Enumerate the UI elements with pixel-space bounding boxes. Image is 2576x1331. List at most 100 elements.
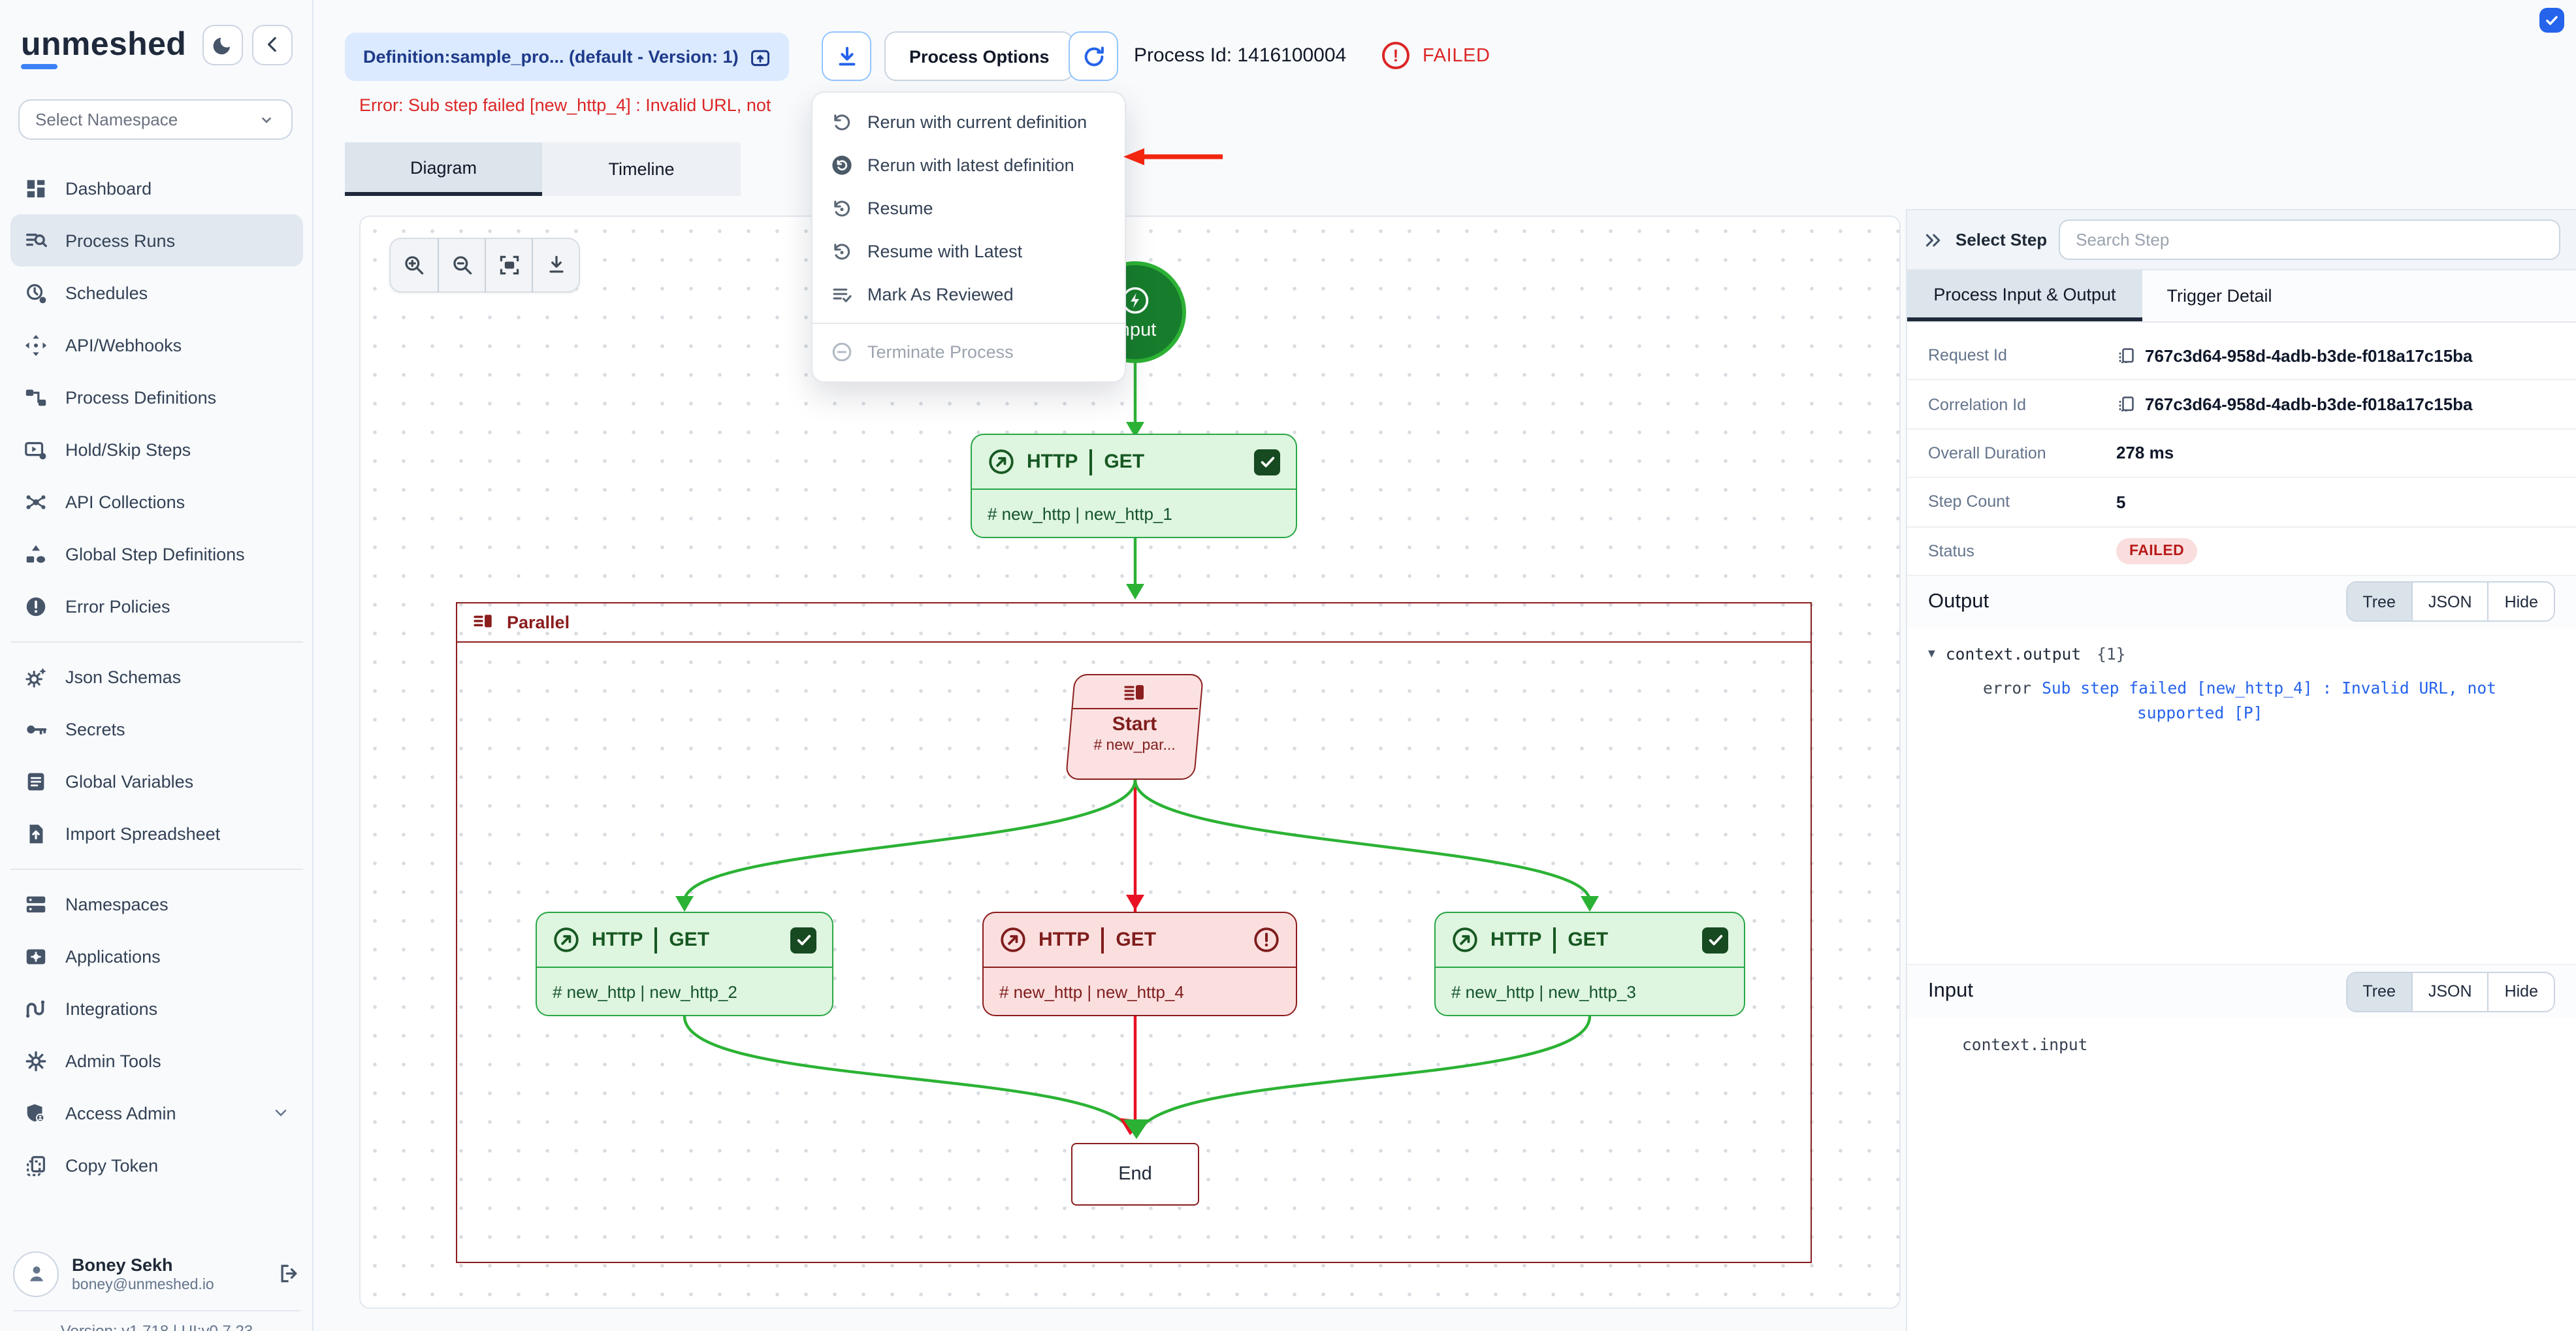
input-hide-button[interactable]: Hide: [2487, 972, 2554, 1011]
refresh-button[interactable]: [1069, 31, 1118, 81]
failed-alert-icon: [1254, 927, 1279, 952]
version-text: Version: v1.718 | UI:v0.7.23: [60, 1322, 253, 1331]
sidebar-item-namespaces[interactable]: Namespaces: [10, 878, 303, 930]
zoom-out-button[interactable]: [438, 238, 485, 293]
success-check-icon: [1254, 449, 1280, 475]
sidebar-item-dashboard[interactable]: Dashboard: [10, 162, 303, 214]
menu-item-rerun-current[interactable]: Rerun with current definition: [813, 101, 1125, 144]
namespace-select[interactable]: Select Namespace: [18, 99, 293, 140]
alert-circle-icon: !: [1382, 42, 1409, 69]
node-method: GET: [669, 929, 710, 951]
node-end[interactable]: End: [1071, 1143, 1199, 1206]
sidebar-item-global-step-definitions[interactable]: Global Step Definitions: [10, 528, 303, 580]
node-parallel-start[interactable]: Start # new_par...: [1065, 674, 1204, 780]
output-json-button[interactable]: JSON: [2411, 583, 2488, 621]
input-json-button[interactable]: JSON: [2411, 972, 2488, 1011]
status-text: FAILED: [1423, 45, 1490, 66]
search-step-input[interactable]: [2059, 219, 2560, 260]
menu-divider: [813, 323, 1125, 324]
chevrons-right-icon[interactable]: [1923, 229, 1944, 250]
sidebar-item-process-definitions[interactable]: Process Definitions: [10, 371, 303, 423]
user-profile[interactable]: Boney Sekh boney@unmeshed.io: [13, 1243, 300, 1304]
collapse-sidebar-button[interactable]: [252, 24, 293, 65]
copy-icon[interactable]: [2116, 394, 2136, 414]
sidebar-item-applications[interactable]: Applications: [10, 930, 303, 982]
tab-trigger-detail[interactable]: Trigger Detail: [2166, 286, 2272, 306]
sidebar-item-global-variables[interactable]: Global Variables: [10, 755, 303, 807]
sidebar-item-integrations[interactable]: Integrations: [10, 982, 303, 1034]
tab-process-input-output[interactable]: Process Input & Output: [1907, 270, 2142, 321]
hold-skip-icon: [25, 441, 46, 459]
node-http-1[interactable]: HTTP GET # new_http | new_http_1: [971, 434, 1297, 538]
definition-pill-label: Definition:sample_pro... (default - Vers…: [363, 47, 739, 67]
secrets-icon: [27, 724, 47, 734]
tab-diagram[interactable]: Diagram: [345, 142, 542, 196]
input-tree-button[interactable]: Tree: [2347, 972, 2411, 1011]
user-name: Boney Sekh: [72, 1255, 173, 1274]
node-http-4-failed[interactable]: HTTP GET # new_http | new_http_4: [982, 912, 1297, 1016]
node-type: HTTP: [1490, 929, 1542, 951]
sidebar-item-api-webhooks[interactable]: API/Webhooks: [10, 319, 303, 371]
diagram-edges: [675, 363, 1599, 1139]
fit-view-button[interactable]: [485, 238, 532, 293]
sidebar-item-hold-skip-steps[interactable]: Hold/Skip Steps: [10, 423, 303, 475]
menu-item-resume[interactable]: Resume: [813, 187, 1125, 230]
node-type: HTTP: [1027, 451, 1078, 473]
open-definition-icon: [751, 49, 770, 66]
menu-item-resume-with-latest[interactable]: Resume with Latest: [813, 230, 1125, 273]
node-method: GET: [1568, 929, 1609, 951]
parallel-icon: [474, 615, 492, 628]
process-definitions-icon: [25, 389, 46, 406]
rotate-ccw-filled-icon: [832, 155, 852, 175]
help-widget-icon[interactable]: [2539, 8, 2564, 33]
output-tree-button[interactable]: Tree: [2347, 583, 2411, 621]
chevron-left-icon: [267, 37, 276, 52]
diagram-canvas[interactable]: Input HTTP GET # new_http | new_http_1 P…: [359, 216, 1901, 1309]
import-spreadsheet-icon: [29, 824, 43, 843]
success-check-icon: [790, 927, 816, 953]
api-webhooks-icon: [25, 334, 47, 356]
output-section-header: Output Tree JSON Hide: [1907, 575, 2576, 628]
zoom-in-button[interactable]: [391, 238, 438, 293]
sidebar-item-error-policies[interactable]: Error Policies: [10, 580, 303, 632]
parallel-container[interactable]: Parallel: [456, 602, 1812, 1263]
menu-item-terminate-process[interactable]: Terminate Process: [813, 330, 1125, 374]
namespaces-icon: [26, 895, 46, 912]
sidebar-item-copy-token[interactable]: Copy Token: [10, 1139, 303, 1191]
definition-pill[interactable]: Definition:sample_pro... (default - Vers…: [345, 33, 790, 81]
logout-icon[interactable]: [277, 1262, 300, 1285]
sidebar-item-schedules[interactable]: Schedules: [10, 266, 303, 319]
output-hide-button[interactable]: Hide: [2487, 583, 2554, 621]
node-http-3[interactable]: HTTP GET # new_http | new_http_3: [1434, 912, 1745, 1016]
divider: [1101, 927, 1104, 953]
caret-down-icon: [262, 116, 271, 123]
divider: [654, 927, 658, 953]
sidebar-divider: [10, 632, 303, 650]
fit-view-icon: [499, 255, 519, 275]
tab-timeline[interactable]: Timeline: [542, 142, 741, 196]
tree-expand-caret[interactable]: ▼: [1928, 647, 1935, 661]
user-email: boney@unmeshed.io: [72, 1277, 214, 1292]
sidebar-item-api-collections[interactable]: API Collections: [10, 475, 303, 528]
error-banner: Error: Sub step failed [new_http_4] : In…: [359, 95, 771, 115]
process-options-button[interactable]: Process Options: [884, 31, 1074, 81]
dark-mode-toggle[interactable]: [202, 24, 243, 65]
history-icon: [834, 244, 850, 260]
menu-item-rerun-latest[interactable]: Rerun with latest definition: [813, 144, 1125, 187]
sidebar-item-admin-tools[interactable]: Admin Tools: [10, 1034, 303, 1087]
download-diagram-button[interactable]: [532, 238, 579, 293]
download-process-button[interactable]: [822, 31, 871, 81]
input-section-header: Input Tree JSON Hide: [1907, 965, 2576, 1018]
sidebar-item-process-runs[interactable]: Process Runs: [10, 214, 303, 266]
input-tree-root: context.input: [1962, 1036, 2088, 1055]
access-admin-icon: [27, 1103, 45, 1122]
sidebar-item-import-spreadsheet[interactable]: Import Spreadsheet: [10, 807, 303, 859]
zoom-in-icon: [405, 256, 424, 275]
sidebar-item-access-admin[interactable]: Access Admin: [10, 1087, 303, 1139]
copy-icon[interactable]: [2116, 345, 2136, 365]
sidebar-item-secrets[interactable]: Secrets: [10, 703, 303, 755]
sidebar-item-json-schemas[interactable]: Json Schemas: [10, 650, 303, 703]
node-http-2[interactable]: HTTP GET # new_http | new_http_2: [536, 912, 833, 1016]
menu-item-mark-as-reviewed[interactable]: Mark As Reviewed: [813, 273, 1125, 316]
integrations-icon: [25, 999, 45, 1018]
